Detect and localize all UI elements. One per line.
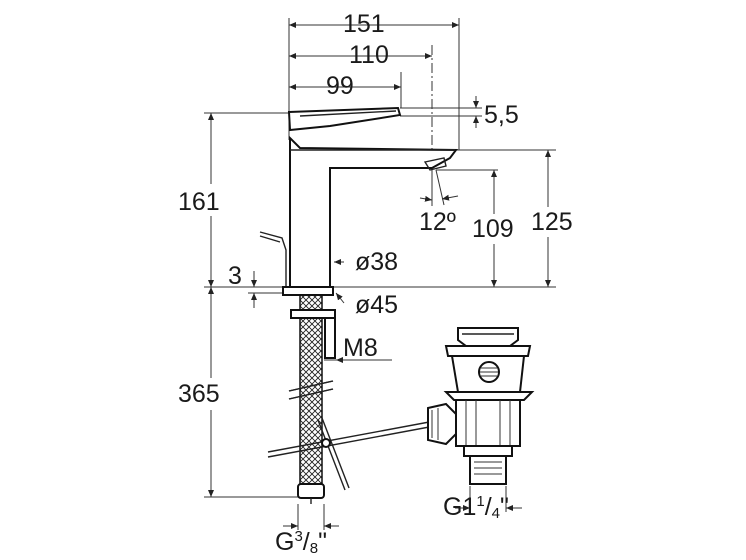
dim-stud-thread: M8: [343, 334, 378, 362]
handle-lever: [287, 106, 402, 132]
base-flange: [282, 286, 334, 296]
right-vertical-dimensions: 125 109: [330, 149, 580, 288]
dim-outlet-height: 109: [472, 215, 514, 243]
dim-overall-width: 151: [343, 10, 385, 38]
hose-connector: [297, 483, 325, 499]
dim-base-diameter: ø45: [355, 291, 398, 319]
fixing-nut: [290, 309, 336, 319]
dim-waste-thread: G11/4": [443, 493, 509, 522]
popup-rod: [259, 231, 287, 287]
popup-lever-rod: [267, 419, 441, 453]
dim-handle-thickness: 5,5: [484, 101, 519, 129]
dim-base-offset: 3: [228, 262, 242, 290]
faucet-body: ø38 ø45: [259, 106, 458, 319]
threaded-stud: [324, 317, 336, 359]
spout-angle-dimension: 12º: [419, 169, 459, 236]
aerator: [423, 157, 447, 171]
mounting-assembly: M8: [267, 294, 441, 504]
handle-thickness-dimension: 5,5: [400, 96, 519, 129]
waste-flange: [457, 327, 519, 347]
horizontal-dimensions: 151 110 99: [288, 10, 460, 200]
waste-valve: [427, 327, 535, 485]
dim-hose-length: 365: [178, 380, 220, 408]
dim-spout-angle: 12º: [419, 208, 456, 236]
waste-tail-nut: [463, 445, 513, 457]
waste-thread-dimension: G11/4": [443, 486, 522, 522]
dim-inlet-thread: G3/8": [275, 528, 327, 557]
inlet-thread-dimension: G3/8": [275, 504, 339, 557]
dim-spout-height: 125: [531, 208, 573, 236]
dim-body-diameter: ø38: [355, 248, 398, 276]
left-vertical-dimensions: 161 365 3: [176, 112, 300, 498]
pivot-nut: [427, 402, 457, 446]
waste-tail: [469, 455, 507, 485]
dim-total-height: 161: [178, 188, 220, 216]
dim-handle-reach: 99: [326, 72, 354, 100]
dim-spout-reach: 110: [349, 41, 389, 69]
